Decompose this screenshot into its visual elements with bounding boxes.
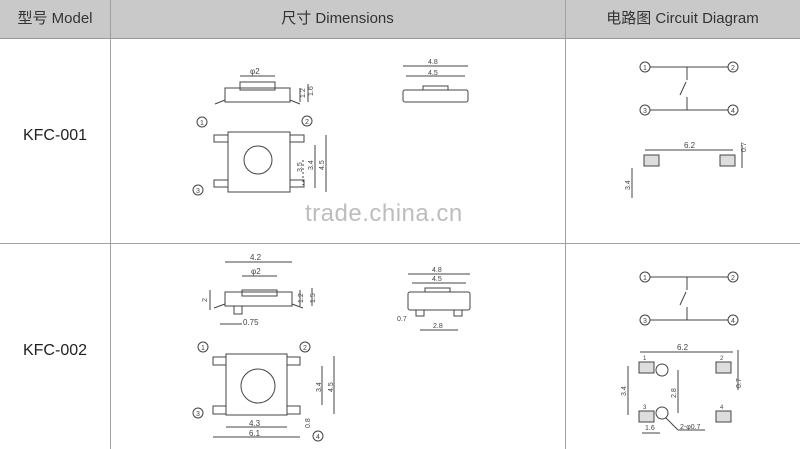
dim-label: 0.7: [397, 316, 407, 323]
dim-label: 2-φ0.7: [680, 424, 701, 431]
dim-label: 2.8: [671, 388, 678, 398]
svg-text:3: 3: [196, 188, 200, 195]
row2-side-view: 4.2 φ2 2 1.2 1.5 0.75: [202, 253, 317, 327]
svg-text:2: 2: [303, 345, 307, 352]
dim-label: 0.75: [243, 318, 259, 327]
row-divider: [0, 243, 800, 244]
dim-label: 0.7: [736, 378, 743, 388]
dim-label: 3.5: [297, 162, 304, 172]
dim-label: φ2: [251, 267, 261, 276]
svg-text:1: 1: [200, 120, 204, 127]
header-circuit: 电路图 Circuit Diagram: [606, 10, 759, 27]
svg-text:4: 4: [731, 318, 735, 325]
dim-label: 1.2: [300, 88, 307, 98]
model-kfc-002: KFC-002: [22, 342, 88, 359]
dim-label: 4.5: [319, 160, 326, 170]
row1-side-view: φ2 1.2 1.6: [214, 67, 315, 105]
dim-label: 1.2: [298, 293, 305, 303]
svg-text:3: 3: [643, 405, 647, 411]
svg-text:4: 4: [731, 108, 735, 115]
svg-text:3: 3: [643, 318, 647, 325]
svg-text:2: 2: [731, 65, 735, 72]
dim-label: 3.4: [316, 382, 323, 392]
watermark: trade.china.cn: [305, 200, 463, 227]
dim-label: 4.5: [432, 276, 442, 283]
svg-text:1: 1: [643, 356, 647, 362]
dim-label: 6.2: [677, 343, 689, 352]
row1-circuit-diagram: 1 2 3 4 6.2 0.7 3.4: [625, 61, 748, 198]
dim-label: 3.4: [621, 386, 628, 396]
header-model: 型号 Model: [17, 10, 93, 27]
dim-label: 4.8: [432, 267, 442, 274]
dim-label: 0.8: [305, 418, 312, 428]
svg-text:4: 4: [316, 434, 320, 441]
row1-front-view: 4.8 4.5: [402, 59, 469, 103]
column-divider: [565, 0, 566, 449]
dim-label: 4.5: [428, 70, 438, 77]
dim-label: 2.8: [433, 323, 443, 330]
dim-label: 0.7: [741, 142, 748, 152]
svg-text:3: 3: [643, 108, 647, 115]
svg-text:1: 1: [643, 65, 647, 72]
row2-front-view: 4.8 4.5 0.7 2.8: [397, 267, 471, 331]
dim-label: 1.5: [310, 293, 317, 303]
dim-label: 4.2: [250, 253, 262, 262]
svg-text:4: 4: [720, 405, 724, 411]
dim-label: 1.6: [308, 86, 315, 96]
dim-label: 4.5: [328, 382, 335, 392]
svg-text:1: 1: [201, 345, 205, 352]
svg-text:2: 2: [731, 275, 735, 282]
column-divider: [110, 0, 111, 449]
dim-label: 2: [202, 298, 209, 302]
svg-text:2: 2: [305, 119, 309, 126]
dim-label: 4.3: [249, 419, 261, 428]
table-header: 型号 Model 尺寸 Dimensions 电路图 Circuit Diagr…: [0, 0, 800, 39]
dim-label: 3.4: [625, 180, 632, 190]
row2-top-view: 3.4 4.5 0.8 4.3 6.1 1 2 3 4: [192, 341, 335, 442]
svg-text:1: 1: [643, 275, 647, 282]
dim-label: 1.6: [645, 425, 655, 432]
row2-circuit-diagram: 1 2 3 4 6.2 1 2 3 4 3.4 2.8 0.7 1.6 2-φ0…: [621, 271, 743, 434]
svg-text:3: 3: [196, 411, 200, 418]
dim-label: 6.1: [249, 429, 261, 438]
dim-label: 6.2: [684, 141, 696, 150]
model-kfc-001: KFC-001: [22, 127, 88, 144]
svg-text:2: 2: [720, 356, 724, 362]
header-dimensions: 尺寸 Dimensions: [281, 10, 394, 27]
row1-top-view: 3.5 3.4 4.5 1 2 3: [192, 115, 327, 196]
dim-label: 4.8: [428, 59, 438, 66]
dim-label: φ2: [250, 67, 260, 76]
dim-label: 3.4: [308, 160, 315, 170]
